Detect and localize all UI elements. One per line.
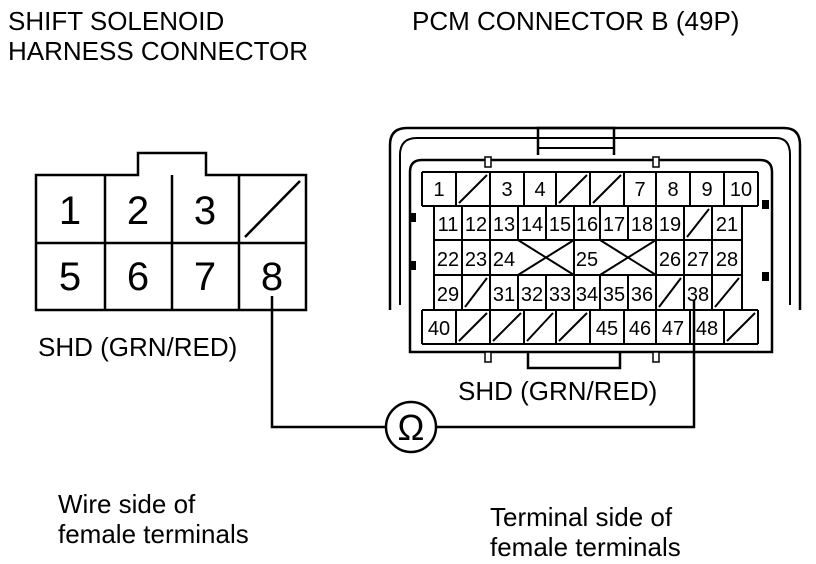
pcm-pin-7: 7 bbox=[634, 179, 645, 201]
left-pin-2: 2 bbox=[127, 189, 149, 233]
left-pin-7: 7 bbox=[194, 255, 216, 299]
left-title-line2: HARNESS CONNECTOR bbox=[8, 36, 308, 66]
left-pin-1: 1 bbox=[59, 189, 81, 233]
pcm-pin-10: 10 bbox=[730, 179, 752, 201]
pcm-pin-12: 12 bbox=[465, 214, 487, 236]
pcm-pin-23: 23 bbox=[465, 249, 487, 271]
pcm-pin-29: 29 bbox=[437, 284, 459, 306]
pcm-pin-14: 14 bbox=[521, 214, 543, 236]
pcm-pin-4: 4 bbox=[534, 179, 545, 201]
pcm-connector-b bbox=[388, 126, 802, 370]
ohmmeter: Ω bbox=[384, 400, 438, 454]
pcm-pin-24: 24 bbox=[493, 249, 515, 271]
left-pin-5: 5 bbox=[59, 255, 81, 299]
right-wire-label: SHD (GRN/RED) bbox=[458, 376, 657, 406]
ohmmeter-circle bbox=[384, 400, 438, 454]
pcm-pin-31: 31 bbox=[493, 284, 515, 306]
pcm-pin-8: 8 bbox=[667, 179, 678, 201]
pcm-pin-46: 46 bbox=[629, 318, 651, 340]
left-caption-line2: female terminals bbox=[58, 519, 249, 549]
pcm-pin-3: 3 bbox=[501, 179, 512, 201]
pcm-pin-18: 18 bbox=[631, 214, 653, 236]
pcm-pin-36: 36 bbox=[631, 284, 653, 306]
pcm-pin-13: 13 bbox=[493, 214, 515, 236]
test-lead-right bbox=[436, 300, 696, 429]
left-title-line1: SHIFT SOLENOID bbox=[8, 6, 224, 36]
pcm-pin-47: 47 bbox=[662, 318, 684, 340]
pcm-pin-25: 25 bbox=[576, 249, 598, 271]
pcm-pin-33: 33 bbox=[549, 284, 571, 306]
pcm-pin-40: 40 bbox=[428, 318, 450, 340]
pcm-pin-21: 21 bbox=[716, 214, 738, 236]
left-pin-6: 6 bbox=[127, 255, 149, 299]
ohm-symbol-icon: Ω bbox=[398, 407, 425, 448]
left-empty-cavity-slash bbox=[244, 180, 301, 238]
pcm-pin-9: 9 bbox=[701, 179, 712, 201]
pcm-pin-1: 1 bbox=[433, 179, 444, 201]
pcm-pin-17: 17 bbox=[603, 214, 625, 236]
pcm-pin-19: 19 bbox=[659, 214, 681, 236]
right-caption-line1: Terminal side of bbox=[490, 502, 673, 532]
pcm-pin-48: 48 bbox=[696, 318, 718, 340]
pcm-pins: 1 3 4 7 8 9 10 11 12 13 14 15 16 17 18 1… bbox=[428, 179, 752, 340]
pcm-pin-38: 38 bbox=[687, 284, 709, 306]
pcm-pin-34: 34 bbox=[576, 284, 598, 306]
pcm-pin-32: 32 bbox=[521, 284, 543, 306]
pcm-pin-22: 22 bbox=[437, 249, 459, 271]
pcm-pin-45: 45 bbox=[596, 318, 618, 340]
pcm-pin-28: 28 bbox=[716, 249, 738, 271]
pcm-pin-11: 11 bbox=[438, 214, 459, 236]
pcm-pin-26: 26 bbox=[659, 249, 681, 271]
pcm-pin-16: 16 bbox=[576, 214, 598, 236]
left-pin-3: 3 bbox=[194, 189, 216, 233]
pcm-pin-15: 15 bbox=[549, 214, 571, 236]
pcm-pin-35: 35 bbox=[603, 284, 625, 306]
left-wire-label: SHD (GRN/RED) bbox=[38, 332, 237, 362]
pcm-pin-27: 27 bbox=[687, 249, 709, 271]
right-caption-line2: female terminals bbox=[490, 532, 681, 562]
shift-solenoid-connector bbox=[34, 151, 308, 312]
left-pin-8: 8 bbox=[261, 255, 283, 299]
test-lead-left bbox=[270, 296, 386, 429]
left-caption-line1: Wire side of bbox=[58, 489, 196, 519]
right-title: PCM CONNECTOR B (49P) bbox=[412, 6, 739, 36]
